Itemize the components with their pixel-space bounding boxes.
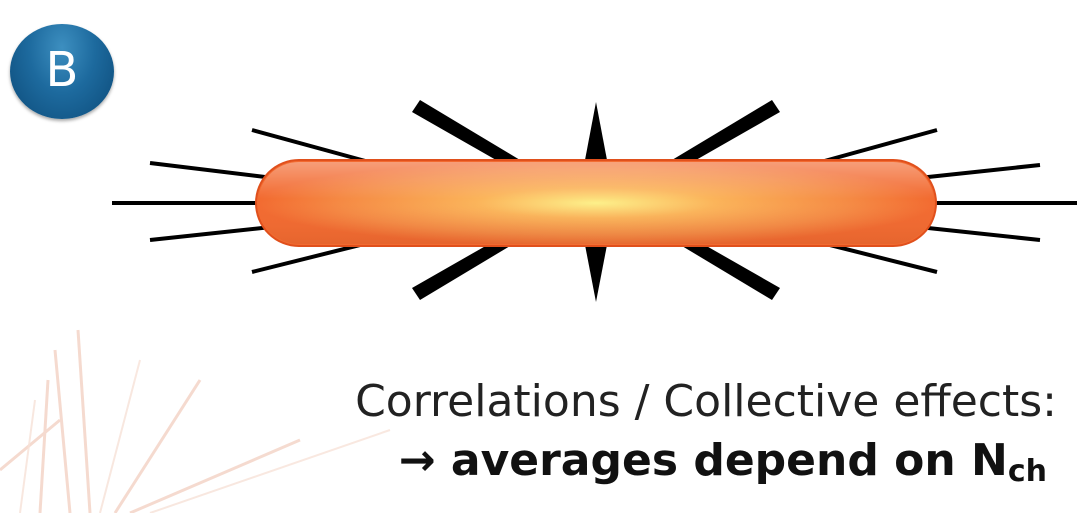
- caption-correlations: Correlations / Collective effects:: [355, 376, 1057, 427]
- jet-bottom-center: [585, 245, 607, 302]
- panel-label-letter: B: [45, 41, 79, 98]
- caption-averages: → averages depend on Nch: [399, 435, 1047, 490]
- caption-averages-text: → averages depend on N: [398, 435, 1008, 486]
- jet-upper-right: [672, 100, 780, 168]
- jet-upper-left: [412, 100, 520, 168]
- jet-lower-left: [412, 232, 520, 300]
- fireball-shine: [258, 162, 934, 244]
- panel-label-badge: B: [10, 24, 114, 119]
- caption-averages-subscript: ch: [1007, 454, 1047, 489]
- jet-top-center: [585, 102, 607, 160]
- particle-jets: [412, 100, 780, 302]
- jet-lower-right: [672, 232, 780, 300]
